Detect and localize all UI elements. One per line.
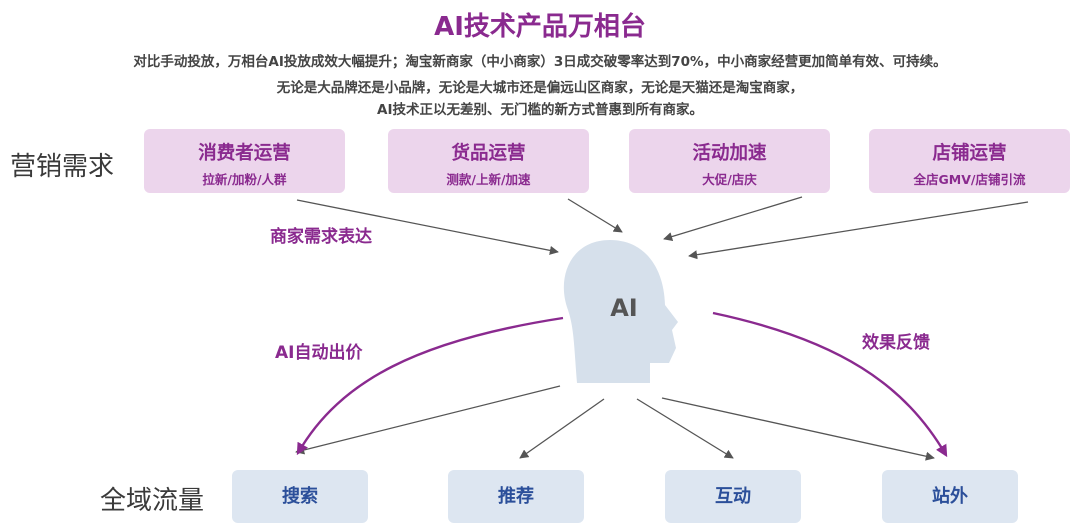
need-box-goods: 货品运营 测款/上新/加速 bbox=[388, 129, 589, 193]
traffic-box-search: 搜索 bbox=[232, 470, 368, 523]
need-sub: 拉新/加粉/人群 bbox=[202, 172, 287, 187]
row-label-marketing: 营销需求 bbox=[10, 152, 115, 182]
subtitle-line-2: 无论是大品牌还是小品牌，无论是大城市还是偏远山区商家，无论是天猫还是淘宝商家， bbox=[276, 80, 804, 96]
traffic-box-interact: 互动 bbox=[665, 470, 801, 523]
arrow-ai-to-external bbox=[661, 397, 935, 461]
need-box-consumer: 消费者运营 拉新/加粉/人群 bbox=[144, 129, 345, 193]
label-feedback: 效果反馈 bbox=[862, 333, 930, 353]
subtitle-line-1: 对比手动投放，万相台AI投放成效大幅提升；淘宝新商家（中小商家）3日成交破零率达… bbox=[133, 54, 947, 70]
need-box-activity: 活动加速 大促/店庆 bbox=[629, 129, 830, 193]
label-auto-bid: AI自动出价 bbox=[275, 343, 363, 363]
arrow-ai-to-interact bbox=[636, 398, 734, 459]
arrow-ai-to-search bbox=[295, 385, 561, 455]
page-title: AI技术产品万相台 bbox=[434, 12, 646, 42]
arrow-consumer-to-ai bbox=[296, 199, 559, 255]
arrow-goods-to-ai bbox=[567, 198, 623, 233]
label-demand-expression: 商家需求表达 bbox=[270, 227, 372, 247]
ai-head-icon bbox=[563, 240, 678, 383]
need-sub: 大促/店庆 bbox=[702, 172, 757, 187]
arrow-store-to-ai bbox=[688, 201, 1029, 260]
arrow-feedback-curve bbox=[712, 311, 948, 458]
arrow-ai-bid-curve bbox=[296, 316, 564, 456]
need-box-store: 店铺运营 全店GMV/店铺引流 bbox=[869, 129, 1070, 193]
traffic-box-external: 站外 bbox=[882, 470, 1018, 523]
arrow-activity-to-ai bbox=[663, 196, 803, 241]
subtitle-line-3: AI技术正以无差别、无门槛的新方式普惠到所有商家。 bbox=[377, 102, 703, 118]
traffic-box-recommend: 推荐 bbox=[448, 470, 584, 523]
need-title: 活动加速 bbox=[692, 143, 767, 164]
need-title: 消费者运营 bbox=[198, 143, 291, 164]
need-sub: 全店GMV/店铺引流 bbox=[913, 172, 1026, 187]
need-sub: 测款/上新/加速 bbox=[446, 172, 531, 187]
need-title: 店铺运营 bbox=[932, 143, 1007, 164]
row-label-traffic: 全域流量 bbox=[100, 486, 205, 516]
ai-center-label: AI bbox=[610, 294, 638, 322]
arrow-ai-to-recommend bbox=[519, 398, 605, 459]
need-title: 货品运营 bbox=[451, 143, 526, 164]
